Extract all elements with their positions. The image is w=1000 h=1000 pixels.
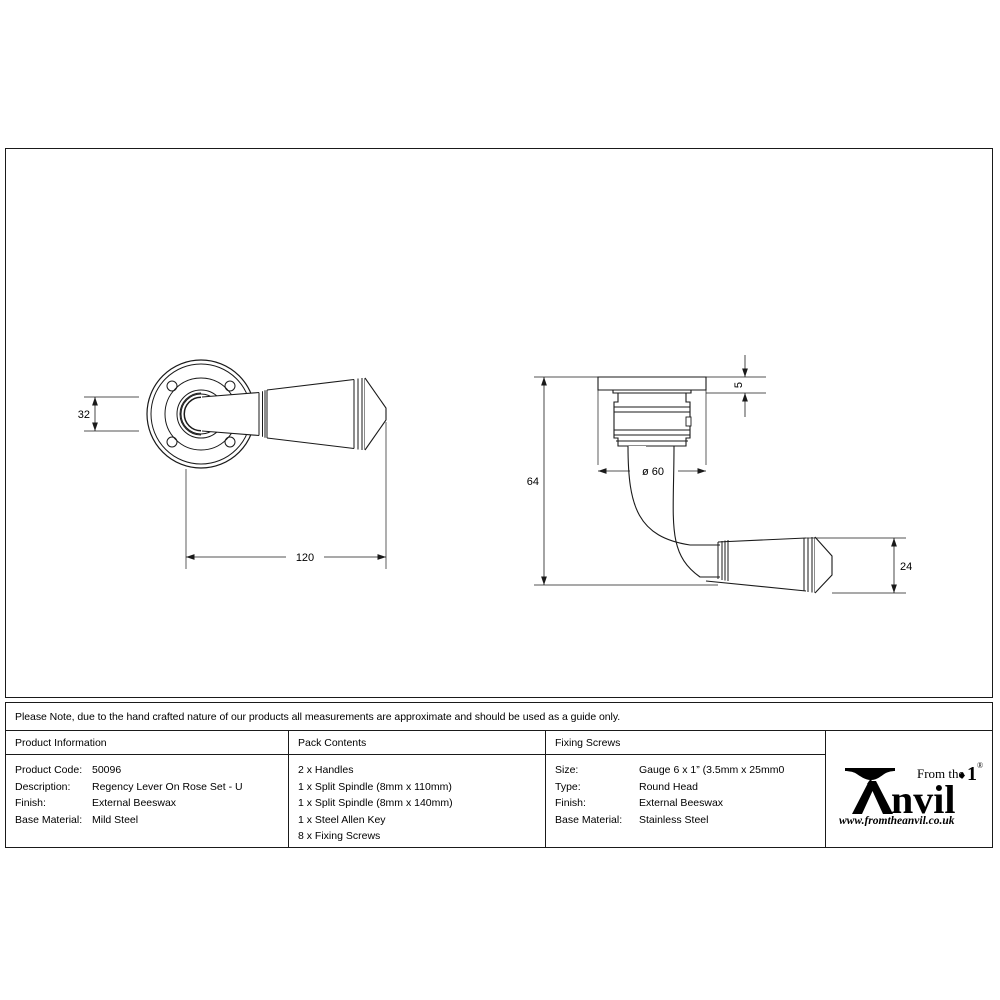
side-lever-conical-tip bbox=[814, 536, 833, 594]
field-value: Regency Lever On Rose Set - U bbox=[92, 780, 243, 793]
table-row: Size: Gauge 6 x 1” (3.5mm x 25mm0 bbox=[555, 762, 825, 779]
column-header-pack-contents: Pack Contents bbox=[289, 731, 545, 755]
dimension-diameter-60: ø 60 bbox=[597, 377, 707, 478]
table-row: Finish: External Beeswax bbox=[555, 795, 825, 812]
dimension-label-5: 5 bbox=[733, 382, 745, 388]
table-row: Base Material: Mild Steel bbox=[15, 812, 288, 829]
logo-brand-main: nvil bbox=[891, 777, 955, 822]
table-row: Type: Round Head bbox=[555, 779, 825, 796]
field-value: External Beeswax bbox=[639, 797, 724, 809]
lever-bottom-edge bbox=[266, 437, 355, 450]
column-header-fixing-screws: Fixing Screws bbox=[546, 731, 825, 755]
field-value: Mild Steel bbox=[92, 813, 139, 826]
lever-conical-tip bbox=[364, 377, 387, 451]
field-label: Base Material: bbox=[555, 813, 623, 826]
logo-letter-A bbox=[852, 781, 893, 814]
registered-mark-icon: ® bbox=[977, 761, 983, 770]
dimension-64: 64 bbox=[527, 376, 718, 586]
note-row: Please Note, due to the hand crafted nat… bbox=[6, 703, 992, 731]
dimension-label-64: 64 bbox=[527, 476, 539, 488]
field-label: Size: bbox=[555, 764, 579, 776]
fixing-hole-bottom-right bbox=[224, 436, 236, 448]
dimension-32: 32 bbox=[78, 396, 139, 432]
dimension-120: 120 bbox=[185, 422, 387, 569]
boss-mid-arc bbox=[179, 392, 202, 436]
field-label: Base Material: bbox=[15, 813, 83, 826]
dimension-label-32: 32 bbox=[78, 409, 90, 421]
table-columns: Product Information Product Code: 50096 … bbox=[6, 731, 992, 847]
field-label: Finish: bbox=[555, 797, 586, 809]
boss-inner-arc bbox=[183, 396, 202, 432]
column-header-product-information: Product Information bbox=[6, 731, 288, 755]
column-body-fixing-screws: Size: Gauge 6 x 1” (3.5mm x 25mm0 Type: … bbox=[546, 755, 825, 828]
field-value: Gauge 6 x 1” (3.5mm x 25mm0 bbox=[639, 764, 785, 776]
boss-neck-profile bbox=[613, 392, 691, 447]
dimension-24: 24 bbox=[806, 537, 912, 594]
field-label: Product Code: bbox=[15, 764, 83, 776]
lever-top-edge-near-rose bbox=[201, 391, 260, 398]
lever-arm-outer-edge bbox=[627, 445, 722, 546]
specification-table: Please Note, due to the hand crafted nat… bbox=[5, 702, 993, 848]
field-value: Round Head bbox=[639, 780, 698, 793]
logo-website: www.fromtheanvil.co.uk bbox=[839, 815, 955, 826]
logo-cell: nvil From the 1 ® www.fromtheanvil.co.uk bbox=[826, 731, 992, 847]
column-body-product-information: Product Code: 50096 Description: Regency… bbox=[6, 755, 288, 828]
lever-top-edge bbox=[266, 378, 355, 391]
technical-drawing-frame: 32 120 bbox=[5, 148, 993, 698]
logo-brand-top: From the bbox=[917, 766, 965, 781]
list-item: 1 x Split Spindle (8mm x 140mm) bbox=[298, 797, 453, 809]
lever-bottom-edge-near-rose bbox=[201, 430, 260, 437]
column-brand-logo: nvil From the 1 ® www.fromtheanvil.co.uk bbox=[826, 731, 992, 847]
table-row: Description: Regency Lever On Rose Set -… bbox=[15, 779, 288, 796]
fixing-hole-top-left bbox=[166, 380, 178, 392]
lever-body-top-edge bbox=[717, 537, 807, 543]
side-view-group: ø 60 5 64 bbox=[527, 355, 912, 619]
dimension-label-24: 24 bbox=[900, 561, 912, 573]
technical-drawing-canvas: 32 120 bbox=[78, 355, 912, 619]
table-row: Finish: External Beeswax bbox=[15, 795, 288, 812]
field-value: External Beeswax bbox=[92, 797, 177, 809]
front-view-group: 32 120 bbox=[78, 359, 387, 569]
dimension-label-d60: ø 60 bbox=[642, 466, 664, 478]
anvil-logo-icon: nvil From the 1 ® www.fromtheanvil.co.uk bbox=[839, 761, 983, 826]
list-item: 1 x Split Spindle (8mm x 110mm) bbox=[298, 780, 452, 793]
diamond-bullet-icon bbox=[959, 772, 965, 779]
list-item: 1 x Steel Allen Key bbox=[298, 813, 386, 826]
dimension-5: 5 bbox=[706, 355, 766, 417]
dimension-label-120: 120 bbox=[296, 552, 314, 564]
field-value: 50096 bbox=[92, 764, 122, 776]
lever-body-fill bbox=[720, 529, 806, 619]
note-text: Please Note, due to the hand crafted nat… bbox=[15, 710, 621, 723]
rose-plate-profile bbox=[597, 376, 707, 394]
from-the-anvil-logo: nvil From the 1 ® www.fromtheanvil.co.uk bbox=[833, 752, 985, 826]
logo-numeral-one: 1 bbox=[967, 763, 977, 785]
column-product-information: Product Information Product Code: 50096 … bbox=[6, 731, 289, 847]
field-label: Finish: bbox=[15, 797, 46, 809]
lever-arm-fill bbox=[628, 446, 722, 579]
fixing-hole-top-right bbox=[224, 380, 236, 392]
lever-arm-inner-edge bbox=[672, 445, 722, 578]
table-row: Base Material: Stainless Steel bbox=[555, 812, 825, 829]
column-pack-contents: Pack Contents 2 x Handles 1 x Split Spin… bbox=[289, 731, 546, 847]
lever-body-bottom-edge bbox=[705, 580, 807, 592]
column-body-pack-contents: 2 x Handles 1 x Split Spindle (8mm x 110… bbox=[289, 755, 545, 845]
field-label: Type: bbox=[555, 780, 581, 793]
table-row: Product Code: 50096 bbox=[15, 762, 288, 779]
column-fixing-screws: Fixing Screws Size: Gauge 6 x 1” (3.5mm … bbox=[546, 731, 826, 847]
grub-screw-detail bbox=[685, 416, 692, 427]
list-item: 8 x Fixing Screws bbox=[298, 830, 381, 842]
list-item: 2 x Handles bbox=[298, 764, 354, 776]
fixing-hole-bottom-left bbox=[166, 436, 178, 448]
field-label: Description: bbox=[15, 780, 71, 793]
field-value: Stainless Steel bbox=[639, 813, 709, 826]
